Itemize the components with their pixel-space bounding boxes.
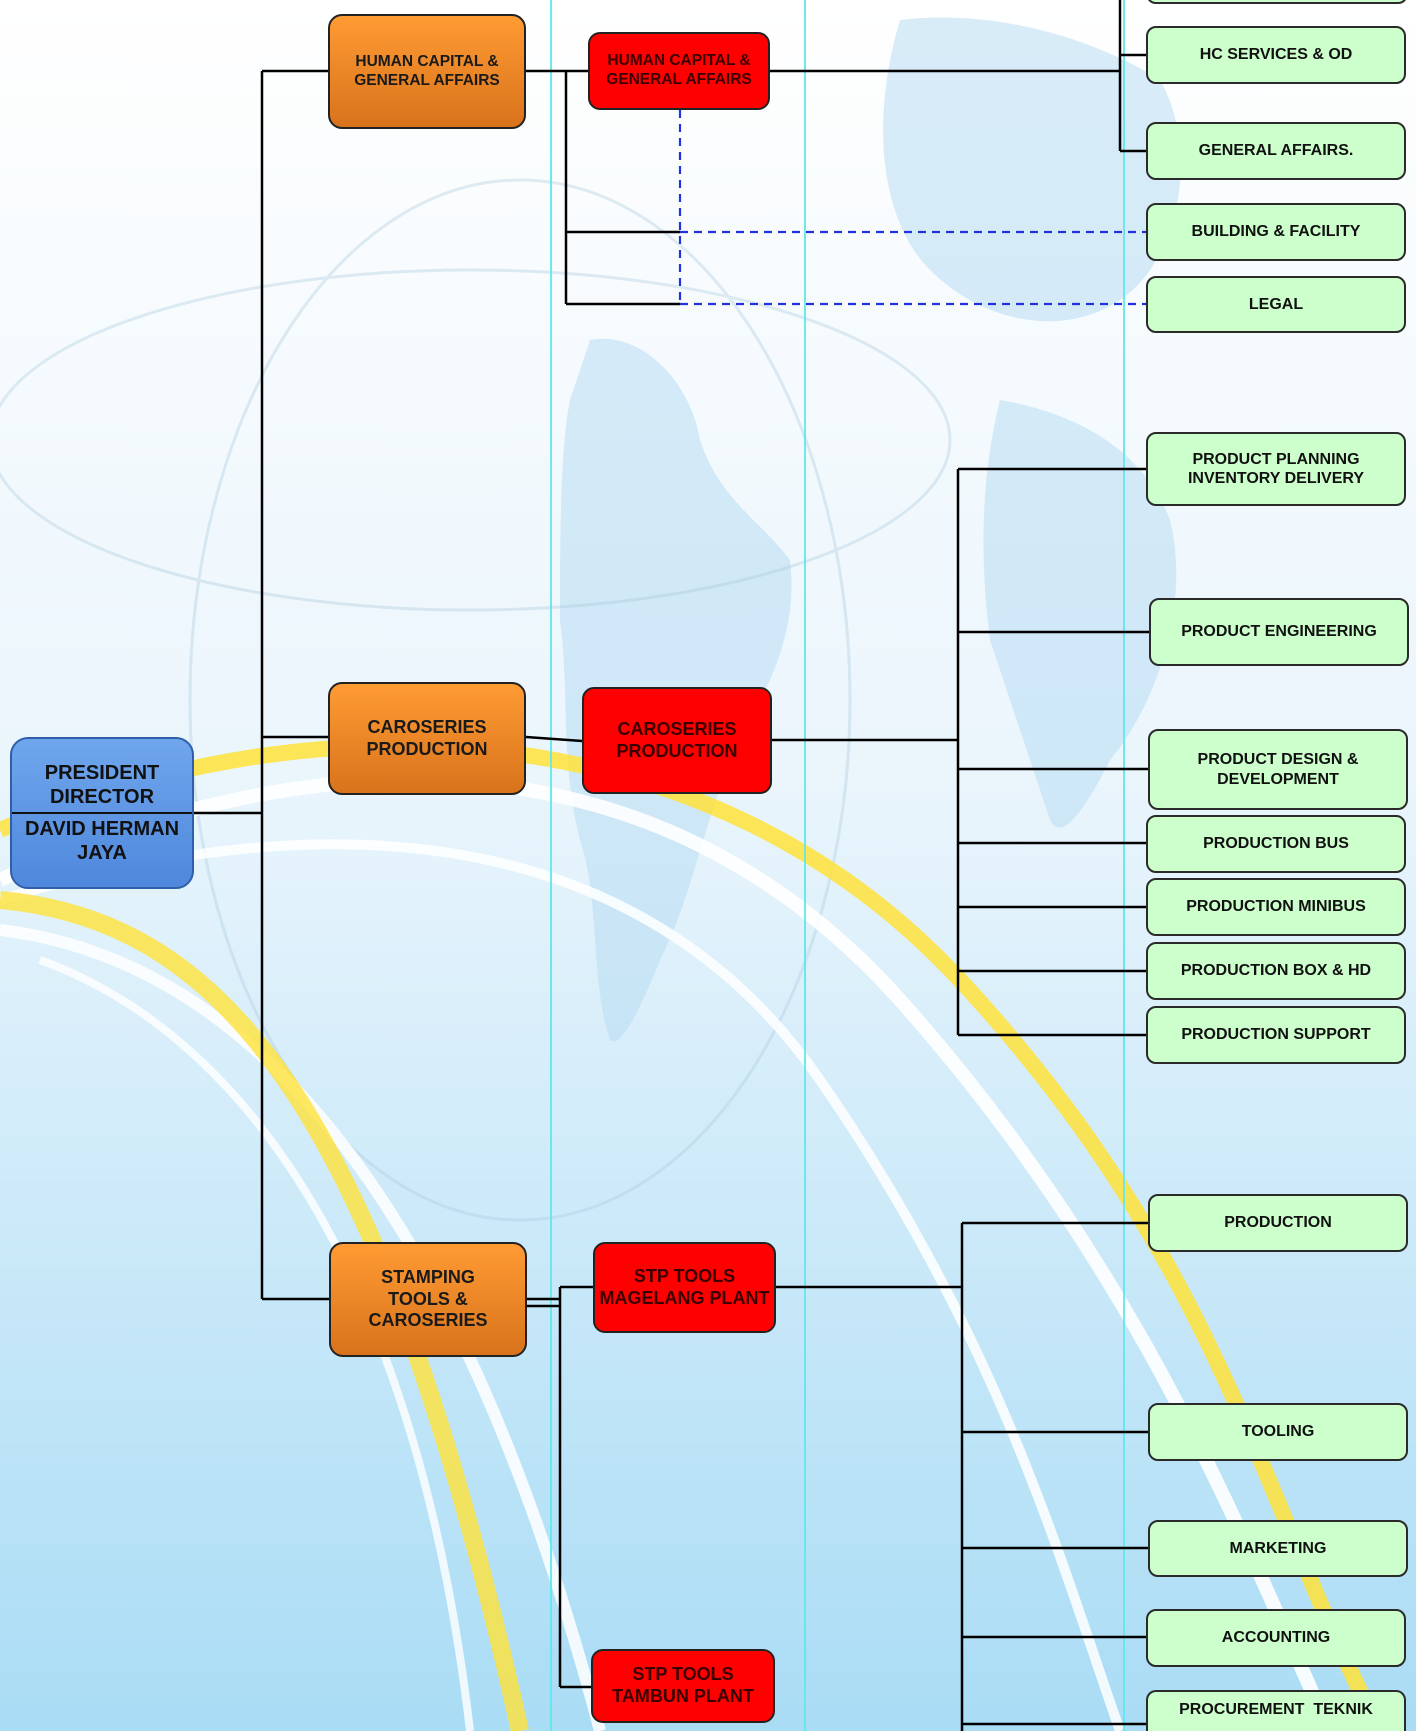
president-director-box[interactable]: PRESIDENT DIRECTOR DAVID HERMAN JAYA (10, 737, 194, 889)
dept-label: MARKETING (1229, 1539, 1327, 1557)
dept-procurement-teknik[interactable]: PROCUREMENT TEKNIK (1146, 1690, 1406, 1731)
unit-stp-tools-magelang[interactable]: STP TOOLS MAGELANG PLANT (593, 1242, 776, 1333)
dept-tooling[interactable]: TOOLING (1148, 1403, 1408, 1461)
dept-label: PRODUCTION BOX & HD (1180, 962, 1372, 980)
president-divider (12, 812, 192, 814)
globe-arcs (0, 178, 952, 1222)
dept-building-facility[interactable]: BUILDING & FACILITY (1146, 203, 1406, 261)
unit-label: STP TOOLS MAGELANG PLANT (599, 1265, 770, 1308)
division-label: CAROSERIES PRODUCTION (366, 716, 488, 759)
dept-label: PRODUCTION MINIBUS (1186, 898, 1366, 916)
unit-caroseries-production[interactable]: CAROSERIES PRODUCTION (582, 687, 772, 794)
dept-label: PRODUCTION SUPPORT (1181, 1026, 1371, 1044)
swoosh-lines (0, 738, 1388, 1731)
president-name: DAVID HERMAN JAYA (24, 818, 180, 864)
division-stamping-tools[interactable]: STAMPING TOOLS & CAROSERIES (329, 1242, 527, 1357)
dept-label: PROCUREMENT TEKNIK (1179, 1701, 1373, 1718)
division-label: HUMAN CAPITAL & GENERAL AFFAIRS (354, 52, 500, 89)
dept-label: TOOLING (1241, 1423, 1315, 1441)
division-label: STAMPING TOOLS & CAROSERIES (368, 1267, 488, 1331)
dept-production[interactable]: PRODUCTION (1148, 1194, 1408, 1252)
dept-marketing[interactable]: MARKETING (1148, 1520, 1408, 1577)
dept-legal[interactable]: LEGAL (1146, 276, 1406, 333)
dept-production-box-hd[interactable]: PRODUCTION BOX & HD (1146, 942, 1406, 1000)
dept-label: ACCOUNTING (1221, 1629, 1331, 1647)
dept-product-design[interactable]: PRODUCT DESIGN & DEVELOPMENT (1148, 729, 1408, 810)
dept-label: PRODUCT ENGINEERING (1181, 623, 1377, 641)
unit-label: STP TOOLS TAMBUN PLANT (612, 1664, 754, 1706)
dept-product-planning[interactable]: PRODUCT PLANNING INVENTORY DELIVERY (1146, 432, 1406, 506)
unit-human-capital[interactable]: HUMAN CAPITAL & GENERAL AFFAIRS (588, 32, 770, 110)
unit-label: HUMAN CAPITAL & GENERAL AFFAIRS (606, 52, 752, 88)
dept-accounting[interactable]: ACCOUNTING (1146, 1609, 1406, 1667)
dept-label: LEGAL (1248, 295, 1304, 313)
dept-product-engineering[interactable]: PRODUCT ENGINEERING (1149, 598, 1409, 666)
dept-general-affairs[interactable]: GENERAL AFFAIRS. (1146, 122, 1406, 180)
dept-label: PRODUCTION (1224, 1214, 1332, 1232)
dept-label: PRODUCTION BUS (1203, 835, 1349, 853)
president-title: PRESIDENT DIRECTOR (44, 762, 160, 808)
dept-top-partial (1146, 0, 1408, 4)
unit-stp-tools-tambun[interactable]: STP TOOLS TAMBUN PLANT (591, 1649, 775, 1723)
dept-label: PRODUCT DESIGN & DEVELOPMENT (1197, 751, 1359, 788)
dept-label: BUILDING & FACILITY (1191, 223, 1361, 241)
division-caroseries-production[interactable]: CAROSERIES PRODUCTION (328, 682, 526, 795)
division-human-capital[interactable]: HUMAN CAPITAL & GENERAL AFFAIRS (328, 14, 526, 129)
unit-label: CAROSERIES PRODUCTION (616, 718, 738, 761)
dept-production-support[interactable]: PRODUCTION SUPPORT (1146, 1006, 1406, 1064)
dept-production-bus[interactable]: PRODUCTION BUS (1146, 815, 1406, 873)
dept-production-minibus[interactable]: PRODUCTION MINIBUS (1146, 878, 1406, 936)
guide-lines (550, 0, 1125, 1731)
dept-label: PRODUCT PLANNING INVENTORY DELIVERY (1187, 450, 1365, 487)
dept-label: HC SERVICES & OD (1199, 46, 1353, 64)
dept-label: GENERAL AFFAIRS. (1198, 142, 1354, 160)
dept-hc-services-od[interactable]: HC SERVICES & OD (1146, 26, 1406, 84)
